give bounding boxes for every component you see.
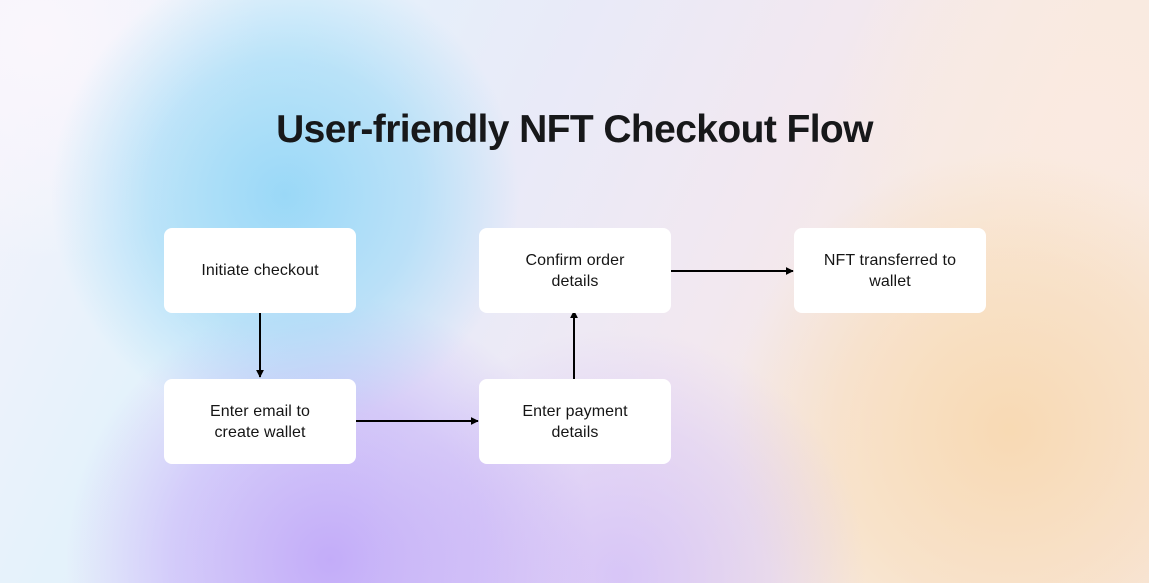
node-enter-email[interactable]: Enter email to create wallet: [164, 379, 356, 464]
node-confirm-order-label: Confirm order details: [525, 251, 625, 290]
node-initiate-checkout-label: Initiate checkout: [201, 262, 319, 279]
node-enter-payment[interactable]: Enter payment details: [479, 379, 671, 464]
node-enter-payment-label: Enter payment details: [522, 402, 628, 441]
node-nft-transferred-label: NFT transferred to wallet: [823, 251, 957, 290]
node-confirm-order[interactable]: Confirm order details: [479, 228, 671, 313]
node-initiate-checkout[interactable]: Initiate checkout: [164, 228, 356, 313]
page-title: User-friendly NFT Checkout Flow: [276, 108, 873, 151]
node-nft-transferred[interactable]: NFT transferred to wallet: [794, 228, 986, 313]
node-enter-email-label: Enter email to create wallet: [209, 402, 311, 441]
